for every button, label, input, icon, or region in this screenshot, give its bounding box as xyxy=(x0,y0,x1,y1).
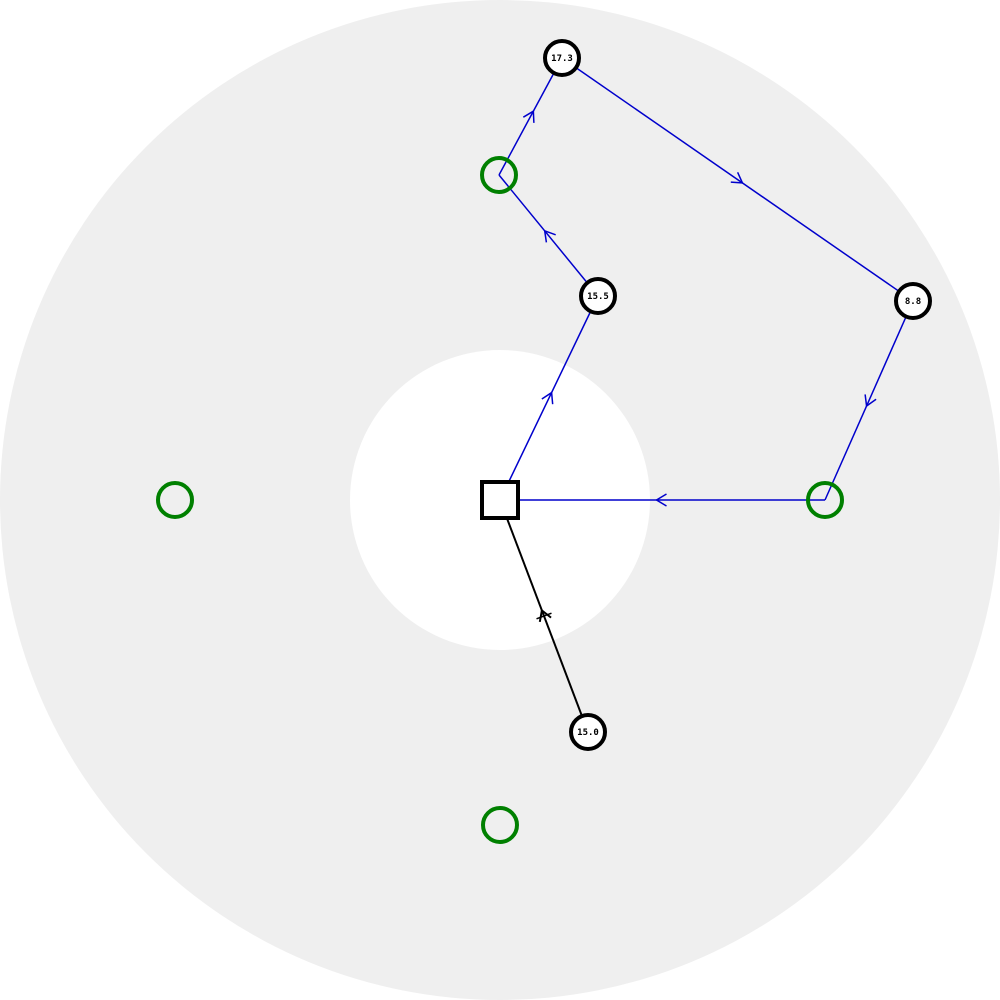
customer-node-n2[interactable]: 17.3 xyxy=(543,39,581,77)
waypoint-node-w4[interactable] xyxy=(481,806,519,844)
node-label: 15.5 xyxy=(587,292,609,302)
node-label: 17.3 xyxy=(551,54,573,64)
edge-line xyxy=(499,295,599,501)
edge-w1-n2 xyxy=(498,57,563,176)
edge-line xyxy=(824,300,914,501)
edge-arrow xyxy=(543,229,556,243)
node-circle xyxy=(543,39,581,77)
edge-n4-depot xyxy=(499,499,589,733)
edge-tick xyxy=(536,612,552,620)
edge-w2-depot xyxy=(500,493,825,507)
edge-arrow xyxy=(655,493,667,507)
customer-node-n4[interactable]: 15.0 xyxy=(569,713,607,751)
waypoint-node-w2[interactable] xyxy=(806,481,844,519)
edge-arrow xyxy=(541,391,554,405)
depot-node[interactable] xyxy=(480,480,520,520)
node-circle xyxy=(579,277,617,315)
node-label: 8.8 xyxy=(905,297,921,307)
edge-n3-w2 xyxy=(824,300,914,501)
customer-node-n1[interactable]: 15.5 xyxy=(579,277,617,315)
node-circle xyxy=(894,282,932,320)
nodes-layer: 15.5 17.3 8.8 15.0 xyxy=(156,39,932,844)
edge-arrow xyxy=(730,171,744,184)
edge-n2-n3 xyxy=(561,57,914,302)
waypoint-node-w1[interactable] xyxy=(480,156,518,194)
edge-arrow xyxy=(864,394,877,408)
edge-arrow xyxy=(522,109,535,123)
edge-line xyxy=(498,174,599,297)
customer-node-n3[interactable]: 8.8 xyxy=(894,282,932,320)
edge-line xyxy=(498,57,563,176)
waypoint-node-w3[interactable] xyxy=(156,481,194,519)
edge-n1-w1 xyxy=(498,174,599,297)
node-label: 15.0 xyxy=(577,728,599,738)
edge-depot-n1 xyxy=(499,295,599,501)
edge-line xyxy=(561,57,914,302)
node-circle xyxy=(569,713,607,751)
edges-layer xyxy=(498,57,914,733)
